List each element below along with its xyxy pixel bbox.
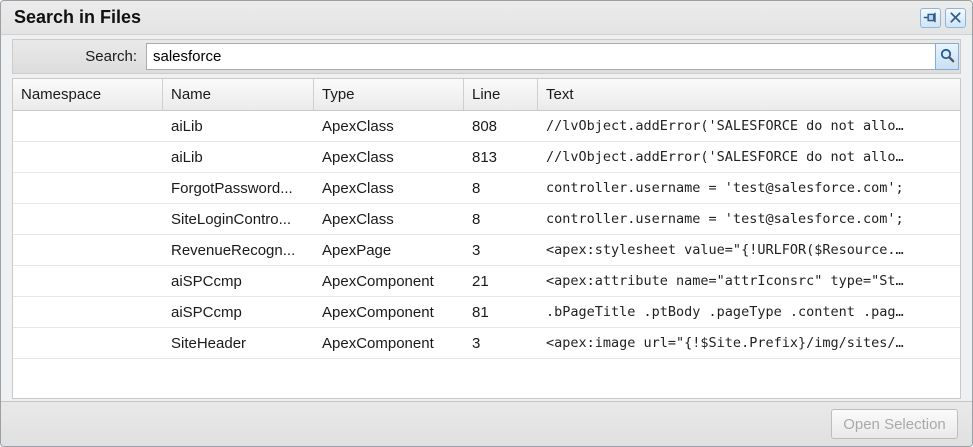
column-header-type[interactable]: Type xyxy=(314,79,464,110)
result-row[interactable]: aiLib ApexClass 813 //lvObject.addError(… xyxy=(13,142,960,173)
cell-namespace xyxy=(13,111,163,141)
panel-title: Search in Files xyxy=(14,7,142,27)
cell-namespace xyxy=(13,266,163,296)
close-icon xyxy=(948,10,963,25)
cell-type: ApexComponent xyxy=(322,303,434,321)
cell-namespace xyxy=(13,235,163,265)
cell-namespace xyxy=(13,173,163,203)
result-row[interactable]: aiSPCcmp ApexComponent 81 .bPageTitle .p… xyxy=(13,297,960,328)
cell-line: 813 xyxy=(472,148,498,166)
cell-text: //lvObject.addError('SALESFORCE do not a… xyxy=(546,118,904,134)
cell-line: 8 xyxy=(472,210,481,228)
search-button[interactable] xyxy=(935,43,959,70)
cell-name: aiLib xyxy=(171,148,203,166)
panel-content: Search: Namespace Name Type Line Text xyxy=(1,35,972,399)
cell-type: ApexClass xyxy=(322,210,394,228)
cell-type: ApexClass xyxy=(322,148,394,166)
search-bar: Search: xyxy=(12,39,961,74)
cell-line: 3 xyxy=(472,241,481,259)
cell-namespace xyxy=(13,204,163,234)
result-row[interactable]: SiteHeader ApexComponent 3 <apex:image u… xyxy=(13,328,960,359)
pin-button[interactable] xyxy=(920,7,941,28)
results-body: aiLib ApexClass 808 //lvObject.addError(… xyxy=(13,111,960,359)
titlebar: Search in Files xyxy=(1,1,972,35)
cell-line: 21 xyxy=(472,272,489,290)
pin-icon xyxy=(923,10,938,25)
cell-namespace xyxy=(13,142,163,172)
cell-name: SiteHeader xyxy=(171,334,247,352)
bottom-bar: Open Selection xyxy=(1,401,972,446)
cell-name: RevenueRecogn... xyxy=(171,241,296,259)
cell-line: 3 xyxy=(472,334,481,352)
result-row[interactable]: RevenueRecogn... ApexPage 3 <apex:styles… xyxy=(13,235,960,266)
cell-name: aiSPCcmp xyxy=(171,272,242,290)
close-button[interactable] xyxy=(945,7,966,28)
cell-line: 808 xyxy=(472,117,498,135)
cell-name: aiLib xyxy=(171,117,203,135)
cell-name: SiteLoginContro... xyxy=(171,210,292,228)
cell-line: 8 xyxy=(472,179,481,197)
result-row[interactable]: aiSPCcmp ApexComponent 21 <apex:attribut… xyxy=(13,266,960,297)
result-row[interactable]: SiteLoginContro... ApexClass 8 controlle… xyxy=(13,204,960,235)
cell-text: controller.username = 'test@salesforce.c… xyxy=(546,211,904,227)
cell-text: <apex:stylesheet value="{!URLFOR($Resour… xyxy=(546,242,904,258)
result-row[interactable]: ForgotPassword... ApexClass 8 controller… xyxy=(13,173,960,204)
cell-namespace xyxy=(13,297,163,327)
open-selection-button[interactable]: Open Selection xyxy=(831,409,958,439)
cell-name: ForgotPassword... xyxy=(171,179,293,197)
results-empty-area xyxy=(13,359,960,398)
cell-type: ApexClass xyxy=(322,117,394,135)
cell-text: //lvObject.addError('SALESFORCE do not a… xyxy=(546,149,904,165)
cell-type: ApexPage xyxy=(322,241,392,259)
results-table: Namespace Name Type Line Text aiLib Apex… xyxy=(12,78,961,399)
cell-text: <apex:image url="{!$Site.Prefix}/img/sit… xyxy=(546,335,904,351)
cell-text: <apex:attribute name="attrIconsrc" type=… xyxy=(546,273,904,289)
cell-text: .bPageTitle .ptBody .pageType .content .… xyxy=(546,304,904,320)
column-header-line[interactable]: Line xyxy=(464,79,538,110)
cell-line: 81 xyxy=(472,303,489,321)
cell-type: ApexComponent xyxy=(322,334,434,352)
cell-type: ApexClass xyxy=(322,179,394,197)
search-input[interactable] xyxy=(146,43,935,70)
column-header-name[interactable]: Name xyxy=(163,79,314,110)
results-header: Namespace Name Type Line Text xyxy=(13,79,960,111)
magnifier-icon xyxy=(939,47,956,67)
cell-type: ApexComponent xyxy=(322,272,434,290)
cell-text: controller.username = 'test@salesforce.c… xyxy=(546,180,904,196)
cell-namespace xyxy=(13,328,163,358)
result-row[interactable]: aiLib ApexClass 808 //lvObject.addError(… xyxy=(13,111,960,142)
column-header-text[interactable]: Text xyxy=(546,86,574,103)
column-header-namespace[interactable]: Namespace xyxy=(13,79,163,110)
search-label: Search: xyxy=(85,48,137,65)
cell-name: aiSPCcmp xyxy=(171,303,242,321)
